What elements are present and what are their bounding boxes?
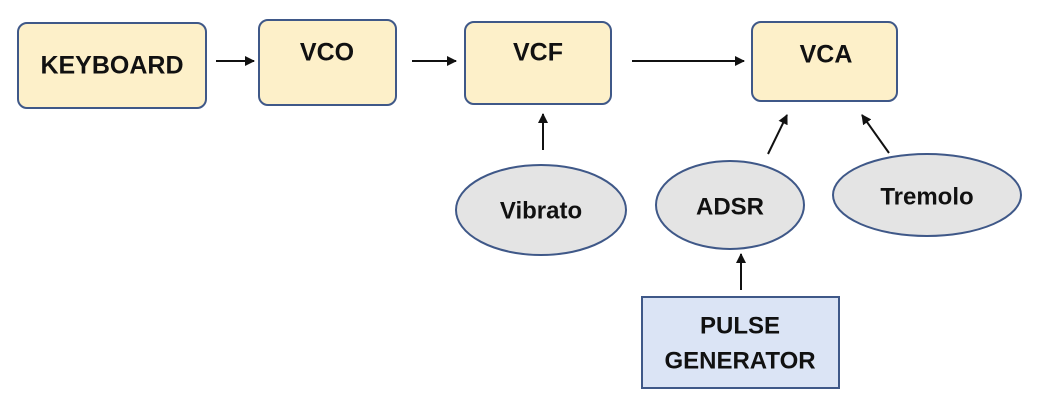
node-pulse-generator: PULSE GENERATOR [641, 296, 840, 389]
node-tremolo-ellipse [832, 153, 1022, 237]
node-keyboard-box [17, 22, 207, 109]
node-adsr: ADSR [655, 160, 805, 250]
node-vibrato-label: Vibrato [500, 197, 582, 224]
node-tremolo-label: Tremolo [880, 183, 973, 210]
node-vcf-box [464, 21, 612, 105]
node-vco-label: VCO [300, 39, 354, 67]
node-vco-box [258, 19, 397, 106]
node-vibrato-ellipse [455, 164, 627, 256]
node-pulse-generator-box [641, 296, 840, 389]
node-adsr-label: ADSR [696, 193, 764, 220]
node-vca-box [751, 21, 898, 102]
node-vco: VCO [258, 19, 397, 106]
node-vcf: VCF [464, 21, 612, 105]
node-pulse-generator-label-line1: PULSE [700, 312, 780, 339]
edge-adsr-to-vca [767, 114, 788, 155]
node-tremolo: Tremolo [832, 153, 1022, 237]
node-vca-label: VCA [800, 41, 853, 69]
node-keyboard: KEYBOARD [17, 22, 207, 109]
node-keyboard-label: KEYBOARD [40, 52, 183, 80]
node-vcf-label: VCF [513, 39, 563, 67]
node-vibrato: Vibrato [455, 164, 627, 256]
edge-tremolo-to-vca [861, 114, 890, 154]
node-vca: VCA [751, 21, 898, 102]
node-adsr-ellipse [655, 160, 805, 250]
node-pulse-generator-label-line2: GENERATOR [664, 347, 815, 374]
edges [216, 56, 890, 290]
